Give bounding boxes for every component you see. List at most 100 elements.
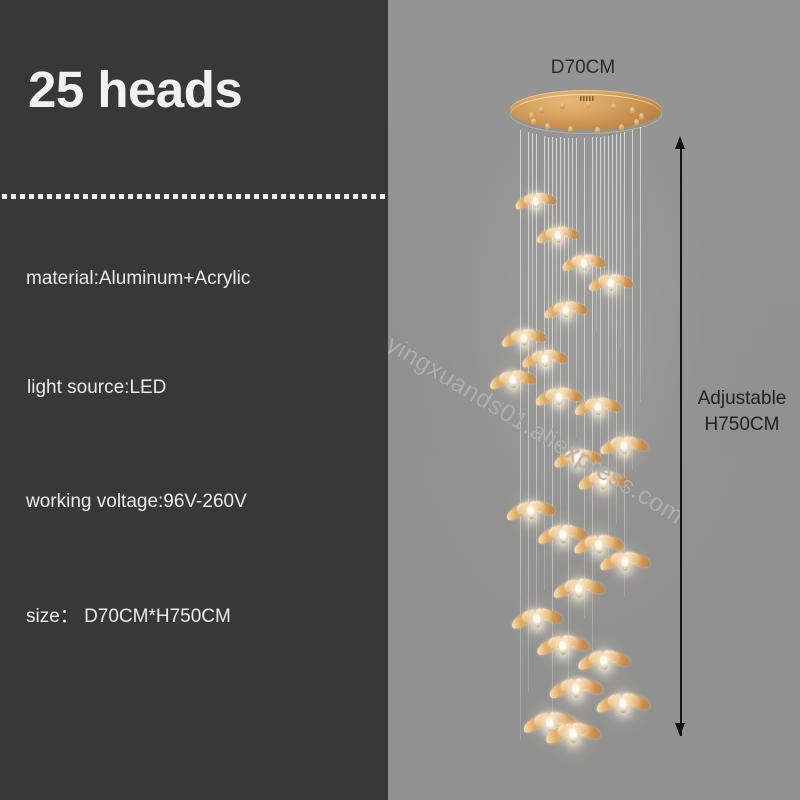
canopy-cable-anchor (531, 118, 537, 126)
butterfly-lamp-head (598, 550, 651, 578)
divider-dot (11, 194, 16, 199)
butterfly-lamp-head (543, 299, 590, 326)
divider-dot (263, 194, 268, 199)
hanging-cable (556, 138, 557, 348)
spec-item-light-source: light source:LED (27, 377, 167, 398)
hanging-cable (560, 137, 561, 537)
butterfly-led-glow (607, 278, 615, 292)
divider-dot (74, 194, 79, 199)
divider-dot (326, 194, 331, 199)
hanging-cable (532, 133, 533, 358)
butterfly-lamp-head (510, 605, 565, 637)
hanging-cable (624, 132, 625, 597)
divider-dot (209, 194, 214, 199)
divider-dot (245, 194, 250, 199)
divider-dot (137, 194, 142, 199)
divider-dot (281, 194, 286, 199)
divider-dot (38, 194, 43, 199)
spec-item-size: size： D70CM*H750CM (26, 606, 231, 627)
divider-dot (200, 194, 205, 199)
butterfly-led-glow (619, 440, 629, 455)
divider-dot (47, 194, 52, 199)
side-dimension-line2: H750CM (704, 413, 780, 435)
divider-dot (146, 194, 151, 199)
divider-dot (83, 194, 88, 199)
canopy-cable-anchor (528, 111, 534, 119)
spec-item-working-voltage: working voltage:96V-260V (26, 491, 247, 512)
divider-dot (227, 194, 232, 199)
hanging-cable (568, 138, 569, 698)
divider-dot (299, 194, 304, 199)
top-dimension-label: D70CM (550, 57, 616, 78)
butterfly-led-glow (598, 475, 608, 490)
divider-dot (272, 194, 277, 199)
divider-dot (290, 194, 295, 199)
hanging-cable (548, 137, 549, 397)
hanging-cable (620, 133, 621, 348)
hanging-cable (616, 134, 617, 524)
side-dimension-label: Adjustable H750CM (686, 386, 798, 437)
divider-dot (164, 194, 169, 199)
canopy-cable-anchor (638, 112, 644, 120)
hanging-cable (528, 132, 529, 692)
canopy-cable-anchor (610, 102, 616, 110)
divider-dot (254, 194, 259, 199)
divider-dot (20, 194, 25, 199)
divider-dot (308, 194, 313, 199)
divider-dot (65, 194, 70, 199)
butterfly-lamp-head (535, 224, 580, 250)
butterfly-led-glow (593, 401, 603, 416)
butterfly-lamp-head (577, 469, 629, 497)
specification-panel: 25 heads material:Aluminum+Acrylic light… (0, 0, 388, 800)
butterfly-lamp-head (544, 720, 602, 752)
headline-head-count: 25 heads (28, 61, 243, 118)
butterfly-led-glow (618, 697, 628, 714)
canopy-cable-anchor (559, 102, 565, 110)
butterfly-lamp-head (587, 272, 634, 298)
canopy-cable-anchor (585, 101, 591, 109)
hanging-cable (600, 137, 601, 492)
butterfly-lamp-head (552, 576, 606, 606)
divider-dot (317, 194, 322, 199)
divider-dot (380, 194, 385, 199)
specification-list: material:Aluminum+Acrylic light source:L… (0, 0, 388, 800)
hanging-cable (632, 130, 633, 470)
divider-dot (344, 194, 349, 199)
hanging-cable (608, 136, 609, 561)
divider-dot (29, 194, 34, 199)
hanging-cable (604, 136, 605, 296)
divider-dot (110, 194, 115, 199)
canopy-cable-anchor (545, 123, 551, 131)
butterfly-lamp-head (599, 434, 649, 462)
divider-dot (236, 194, 241, 199)
butterfly-lamp-head (576, 648, 632, 678)
butterfly-lamp-head (505, 498, 558, 529)
hanging-cable (564, 138, 565, 308)
hanging-cable (584, 138, 585, 618)
divider-dot (173, 194, 178, 199)
spec-item-material: material:Aluminum+Acrylic (26, 268, 251, 289)
butterfly-led-glow (620, 556, 630, 571)
divider-dot (128, 194, 133, 199)
divider-dot (2, 194, 7, 199)
divider-dot (371, 194, 376, 199)
hanging-cable (572, 138, 573, 268)
divider-dot (362, 194, 367, 199)
divider-dot (119, 194, 124, 199)
divider-dot (191, 194, 196, 199)
dimension-arrow-down-icon (675, 723, 685, 736)
divider-dot (155, 194, 160, 199)
product-photo-panel: D70CM yingxuands01.aliexpress.com Adjust… (388, 0, 800, 800)
hanging-cable (612, 135, 613, 385)
canopy-vent-slots (580, 96, 595, 101)
canopy-cable-anchor (594, 126, 600, 134)
divider-dot (335, 194, 340, 199)
divider-dot (101, 194, 106, 199)
divider-dot (218, 194, 223, 199)
divider-dot (182, 194, 187, 199)
canopy-edge-highlight (510, 94, 662, 134)
butterfly-lamp-head (488, 367, 538, 396)
butterfly-led-glow (599, 654, 609, 671)
side-dimension-line1: Adjustable (697, 388, 787, 409)
